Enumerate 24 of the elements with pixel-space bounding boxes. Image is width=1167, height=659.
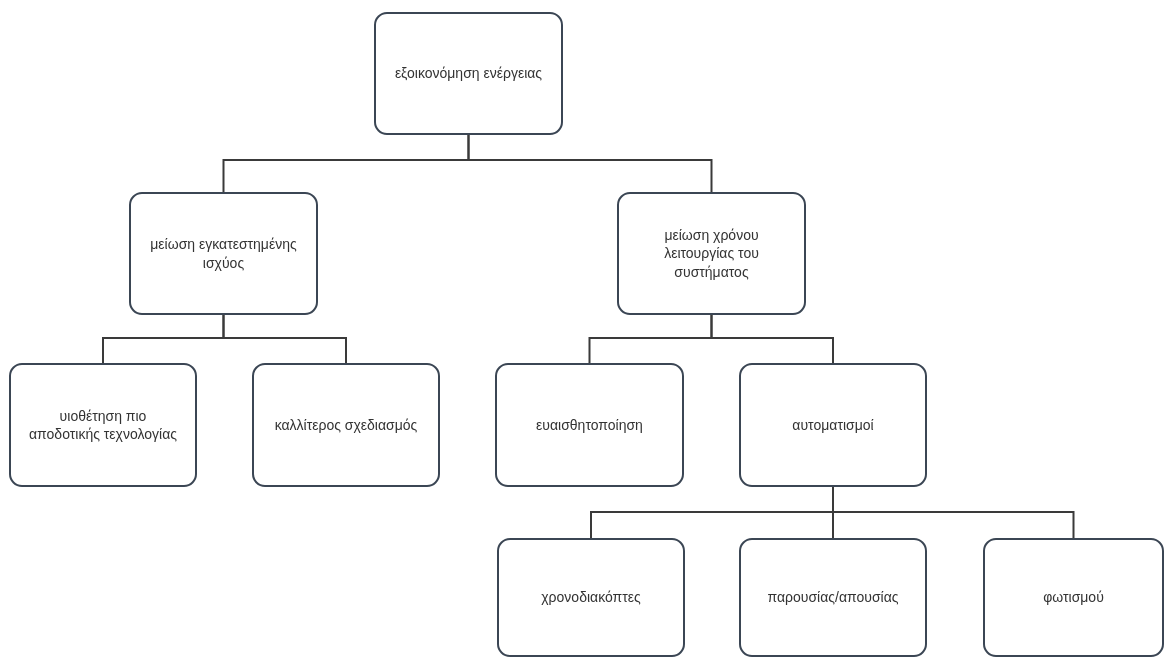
box-label: παρουσίας/απουσίας (766, 588, 900, 607)
process-box (374, 12, 563, 135)
box-label: υιοθέτηση πιο αποδοτικής τεχνολογίας (28, 406, 178, 444)
process-box (252, 363, 440, 487)
process-box (497, 538, 685, 657)
box-label: ευαισθητοποίηση (535, 415, 644, 435)
process-box (129, 192, 318, 315)
connector-line (710, 314, 834, 364)
box-label: αυτοματισμοί (791, 415, 875, 435)
process-box (983, 538, 1164, 657)
box-label: χρονοδιακόπτες (540, 588, 642, 607)
process-box (495, 363, 684, 487)
box-label: μείωση εγκατεστημένης ισχύος (149, 235, 298, 272)
box-label: εξοικονόμηση ενέργειας (393, 64, 544, 83)
box-label: μείωση χρόνου λειτουργίας του συστήματος (663, 226, 760, 281)
process-box (9, 363, 197, 487)
connector-line (222, 314, 347, 364)
process-box (617, 192, 806, 315)
box-label: καλλίτερος σχεδιασμός (273, 415, 419, 435)
connector-line (832, 486, 1075, 539)
connector-line (467, 134, 713, 193)
process-box (739, 538, 927, 657)
process-box (739, 363, 927, 487)
box-label: φωτισμού (1042, 588, 1105, 607)
